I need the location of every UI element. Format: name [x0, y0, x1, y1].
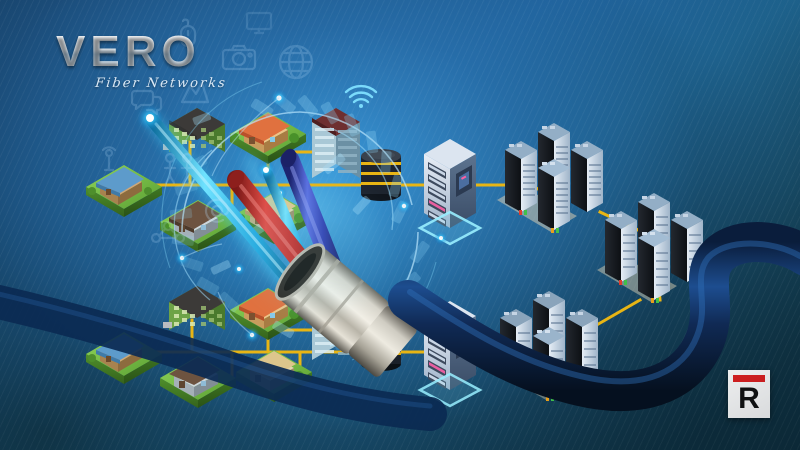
people-icon [162, 152, 196, 185]
brand-name: VERO [56, 30, 266, 74]
badge-red-bar [733, 375, 765, 382]
mouse-icon [178, 18, 198, 48]
server-cluster-top [497, 123, 603, 233]
badge-letter: R [738, 382, 760, 415]
house-orange-roof [230, 112, 306, 164]
cable-jacket-highlight [407, 240, 800, 385]
chat-icon [130, 89, 163, 116]
apartment-block-2 [163, 286, 225, 330]
camera-icon [221, 44, 257, 71]
screen-icon [245, 11, 273, 35]
network-icon [150, 220, 186, 244]
server-cluster-right [597, 193, 703, 303]
cable-jacket-secondary [0, 284, 447, 431]
house-blue-roof [86, 165, 162, 217]
globe-icon [278, 44, 314, 80]
at-icon [204, 198, 230, 224]
server-rack-single [417, 139, 483, 246]
antenna-icon [100, 146, 118, 172]
chart-icon [180, 80, 210, 104]
brand-tagline: Fiber Networks [94, 76, 228, 91]
brand-logo: VERO Fiber Networks [56, 30, 266, 92]
cable-jacket [388, 222, 800, 411]
corner-badge: R [728, 370, 770, 418]
wifi-icon [344, 84, 378, 108]
